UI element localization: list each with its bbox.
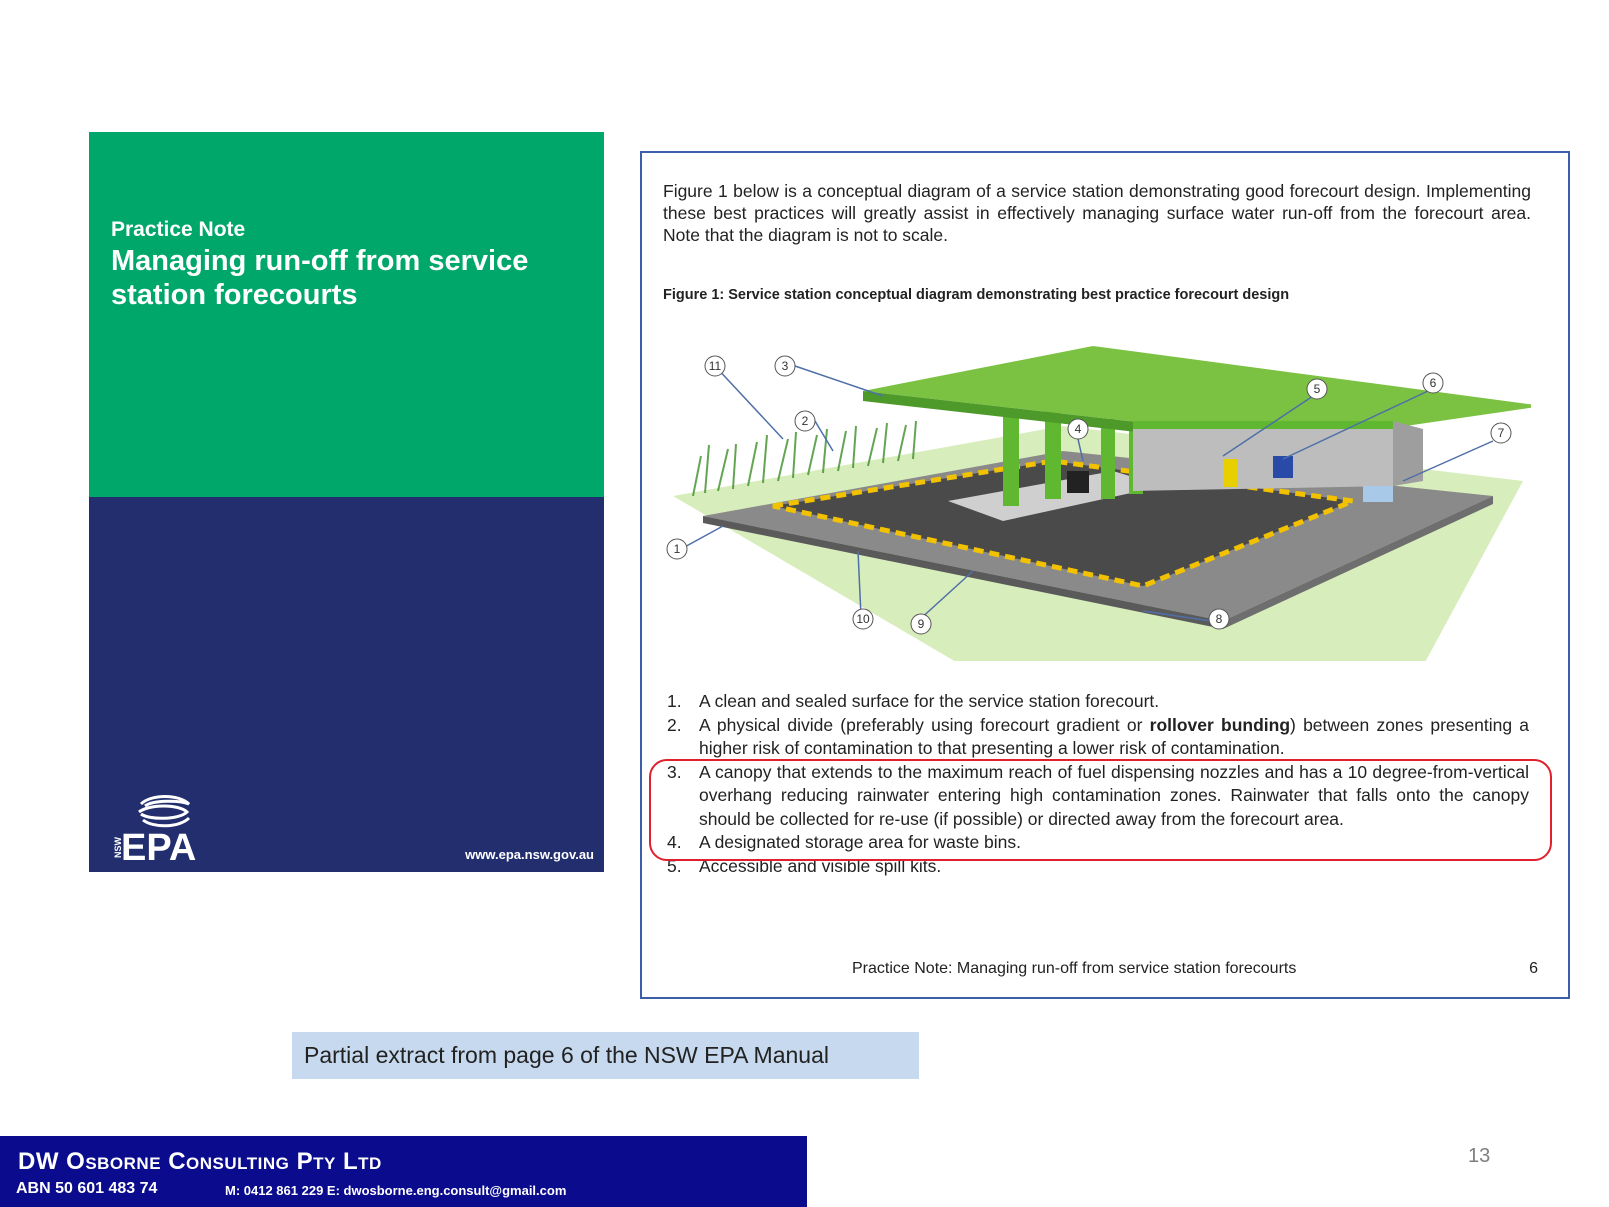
svg-text:6: 6 [1430,376,1437,390]
company-contact: M: 0412 861 229 E: dwosborne.eng.consult… [225,1183,567,1198]
practice-note-cover: Practice Note Managing run-off from serv… [89,132,604,872]
list-item: 2.A physical divide (preferably using fo… [667,714,1530,759]
list-item: 1.A clean and sealed surface for the ser… [667,691,1160,711]
epa-logo-text: EPA [121,827,196,862]
service-station-diagram: 11 3 2 4 5 6 7 1 8 9 10 [666,346,1531,661]
callout-7: 7 [1490,422,1512,444]
svg-text:2: 2 [802,414,809,428]
svg-text:7: 7 [1498,426,1505,440]
svg-text:10: 10 [856,612,870,626]
slide-number: 13 [1468,1145,1491,1167]
callout-6: 6 [1422,372,1444,394]
cover-blue-panel: www.epa.nsw.gov.au [89,497,604,872]
extract-caption: Partial extract from page 6 of the NSW E… [292,1032,919,1079]
best-practice-list: 1.A clean and sealed surface for the ser… [667,690,1529,878]
cover-url: www.epa.nsw.gov.au [465,847,594,862]
callout-2: 2 [794,410,816,432]
callout-1: 1 [666,538,688,560]
cover-green-panel: Practice Note Managing run-off from serv… [89,132,604,497]
callout-5: 5 [1306,378,1328,400]
svg-text:NSW: NSW [113,836,123,858]
intro-paragraph: Figure 1 below is a conceptual diagram o… [663,181,1531,245]
figure-caption: Figure 1: Service station conceptual dia… [663,287,1290,303]
svg-text:1: 1 [674,542,681,556]
callout-10: 10 [852,608,874,630]
svg-text:4: 4 [1075,422,1082,436]
svg-text:5: 5 [1314,382,1321,396]
callout-4: 4 [1067,418,1089,440]
highlight-item-3 [649,759,1552,861]
svg-text:11: 11 [709,359,722,373]
cover-kicker: Practice Note [111,218,246,241]
company-abn: ABN 50 601 483 74 [16,1180,158,1197]
callout-11: 11 [704,355,726,377]
list-item: 3.A canopy that extends to the maximum r… [667,761,1529,829]
company-name: DW Osborne Consulting Pty Ltd [18,1148,382,1175]
svg-text:8: 8 [1216,612,1223,626]
svg-text:3: 3 [782,359,789,373]
callout-3: 3 [774,355,796,377]
company-footer-bar: DW Osborne Consulting Pty Ltd ABN 50 601… [0,1136,807,1207]
nsw-epa-logo: NSW EPA [113,795,196,862]
svg-text:9: 9 [918,617,925,631]
document-page-number: 6 [1529,960,1538,977]
list-item: 4.A designated storage area for waste bi… [667,832,1022,852]
manual-page-extract: Figure 1 below is a conceptual diagram o… [640,151,1570,999]
callout-9: 9 [910,613,932,635]
callout-8: 8 [1208,608,1230,630]
cover-title: Managing run-off from service station fo… [111,245,529,311]
document-footer: Practice Note: Managing run-off from ser… [852,960,1297,977]
